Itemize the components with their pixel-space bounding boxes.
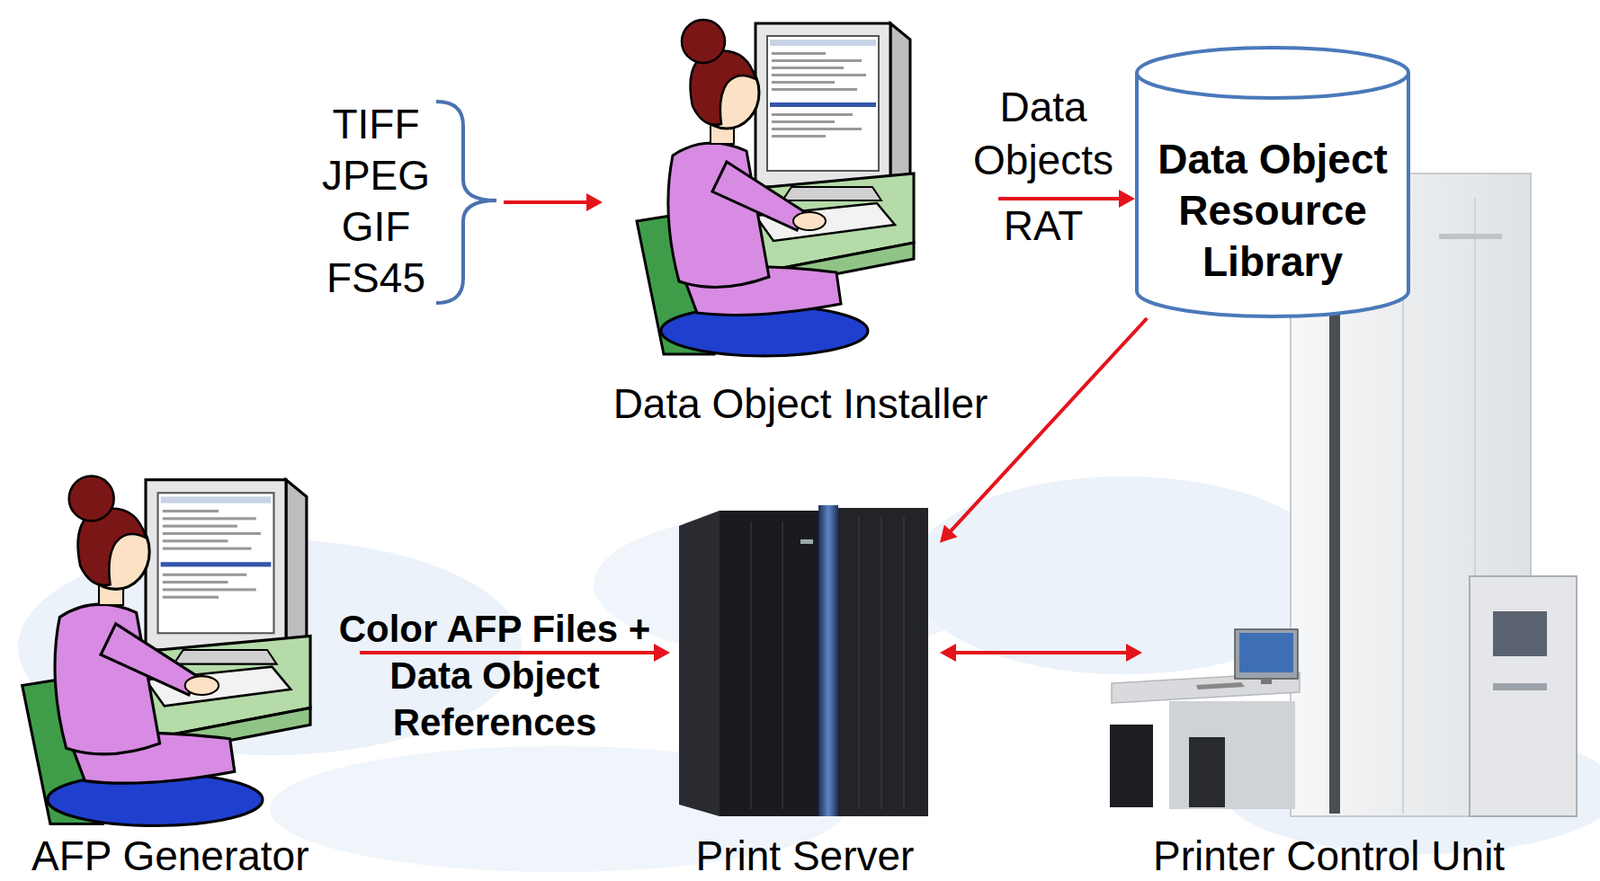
generator-figure — [22, 476, 311, 827]
edge-label-holder: Data Objects — [966, 80, 1120, 188]
format-list: TIFFJPEGGIFFS45 — [305, 94, 504, 311]
installer-station: Data Object Installer — [602, 4, 999, 428]
library-title: Data Object Resource Library — [1146, 134, 1399, 288]
flow-arrow — [359, 651, 656, 655]
print-server-figure — [679, 505, 929, 817]
format-name: TIFF — [305, 98, 447, 151]
edge-label: Data Objects — [966, 80, 1120, 188]
print-server: Print Server — [670, 499, 940, 880]
flow-arrow — [954, 651, 1128, 655]
printer-caption: Printer Control Unit — [1153, 834, 1540, 878]
free-label-holder: RAT — [989, 203, 1098, 249]
arrow-head — [1118, 189, 1136, 208]
grouping-bracket — [436, 101, 497, 304]
arrow-head — [1126, 643, 1143, 662]
format-name: GIF — [305, 201, 447, 253]
format-name: JPEG — [305, 150, 447, 202]
format-name: FS45 — [305, 252, 447, 304]
edge-label-holder: Color AFP Files + Data Object References — [323, 606, 666, 747]
station-caption: Data Object Installer — [602, 380, 999, 428]
arrow-head — [653, 643, 671, 662]
printer-unit: Printer Control Unit — [1142, 170, 1547, 880]
edge-label: Color AFP Files + Data Object References — [323, 606, 666, 747]
free-label: RAT — [989, 203, 1098, 249]
library-cylinder: Data Object Resource Library — [1135, 45, 1411, 319]
generator-station: AFP Generator — [5, 463, 360, 880]
flow-arrow — [998, 196, 1121, 201]
station-caption: AFP Generator — [31, 834, 356, 878]
arrow-head — [586, 193, 603, 212]
flow-arrow — [503, 200, 589, 205]
installer-figure — [636, 19, 914, 357]
arrow-head — [939, 643, 957, 662]
server-caption: Print Server — [670, 834, 940, 878]
